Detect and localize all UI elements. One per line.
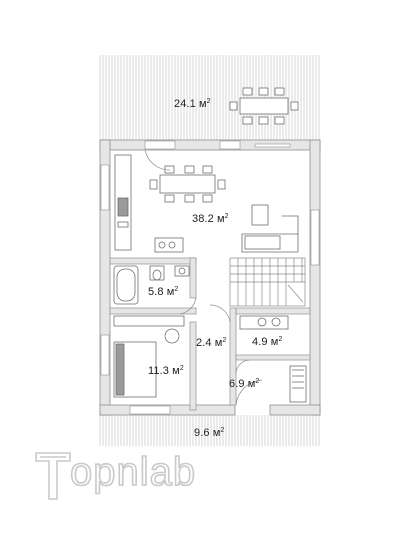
bathroom-fixtures [113,265,190,305]
bathroom-area-label: 5.8 м2 [148,286,179,298]
terrace-bottom-area-label: 9.6 м2 [194,427,225,439]
terrace-dining-set [229,87,299,125]
terrace-top-deck [99,55,320,140]
kitchen-counter [114,154,184,253]
terrace-bottom-deck [99,415,320,446]
entrance-area-label: 6.9 м2 [229,378,260,390]
entrance-wardrobe [289,365,307,403]
outer-wall-openings [100,140,320,415]
utility-area-label: 4.9 м2 [252,336,283,348]
logo-wordmark: opnlab [69,450,197,494]
living-kitchen-area-label: 38.2 м2 [192,213,229,225]
bedroom-area-label: 11.3 м2 [148,365,184,377]
topnlab-logo-t-icon [35,452,71,500]
bedroom-furniture [113,315,185,398]
living-furniture [241,204,299,253]
hall-area-label: 2.4 м2 [196,337,227,349]
interior-walls [109,257,311,411]
terrace-top-area-label: 24.1 м2 [174,98,211,110]
stair-tread [287,284,304,303]
staircase [229,257,306,307]
utility-fixtures [239,315,289,330]
door-swings [144,149,263,406]
dining-table [149,165,226,203]
